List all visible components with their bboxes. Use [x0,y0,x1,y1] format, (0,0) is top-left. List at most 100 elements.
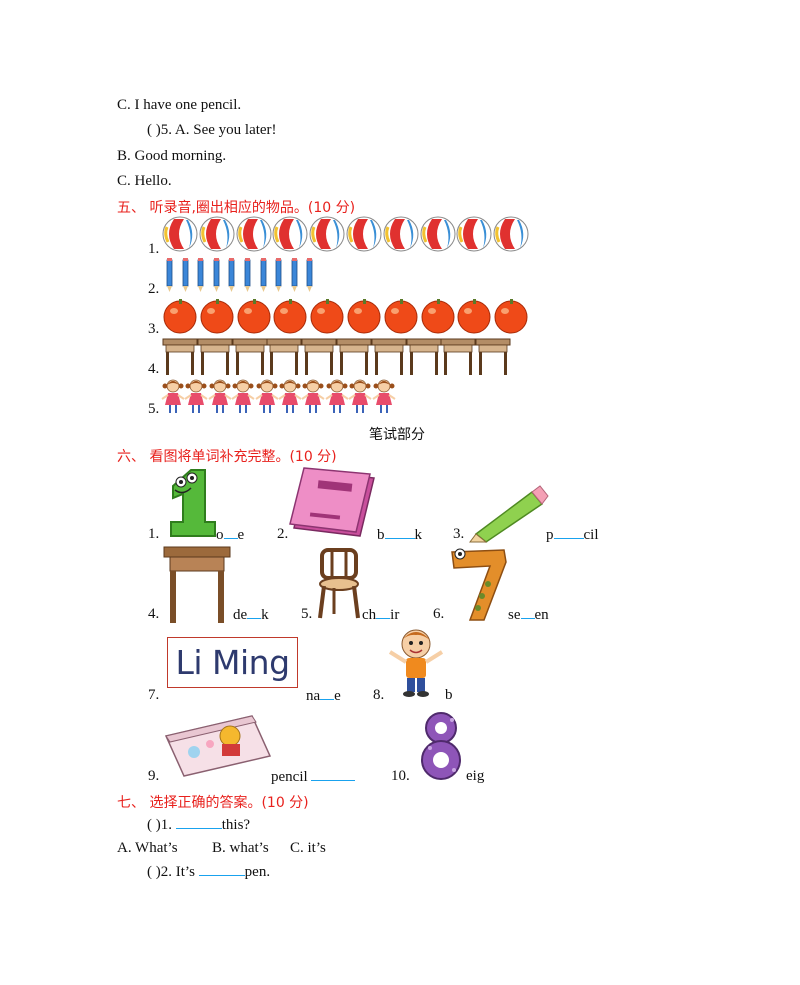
desk-icon[interactable] [440,337,476,380]
item-8-word: b [445,687,453,703]
desk-icon [163,546,231,623]
desk-icon[interactable] [475,337,511,380]
orange-icon[interactable] [346,298,383,339]
pencil-icon[interactable] [302,258,318,297]
girl-icon[interactable] [255,377,279,420]
option-b: B. what’s [212,840,269,856]
fill-blank[interactable] [247,606,262,619]
fill-blank[interactable] [520,606,535,619]
fill-blank[interactable] [311,768,356,781]
desk-icon[interactable] [406,337,442,380]
orange-icon[interactable] [309,298,346,339]
girl-icon[interactable] [161,377,185,420]
fill-blank[interactable] [376,606,391,619]
question-5: ( )5. A. See you later! [147,122,277,138]
girl-icon[interactable] [371,377,396,420]
chair-icon [318,548,360,619]
desk-icon[interactable] [197,337,233,380]
number-seven-icon [451,548,507,621]
row-number: 4. [148,361,160,377]
option-c-pencil: C. I have one pencil. [117,97,242,113]
girl-icon[interactable] [325,377,349,420]
book-icon [289,467,375,537]
section-6-title: 六、 看图将单词补充完整。(10 分) [117,449,337,465]
item-9-word: pencil [271,768,356,786]
number-eight-icon [421,712,461,780]
orange-icon[interactable] [383,298,420,339]
orange-icon[interactable] [199,298,236,339]
girl-icon[interactable] [348,377,372,420]
section-7-title: 七、 选择正确的答案。(10 分) [117,795,309,811]
pencil-icon[interactable] [256,258,272,297]
beach-ball-row [162,215,530,258]
item-7-number: 7. [148,687,160,703]
beach-ball-icon[interactable] [493,215,530,258]
orange-icon[interactable] [236,298,273,339]
beach-ball-icon[interactable] [272,215,309,258]
beach-ball-icon[interactable] [456,215,493,258]
row-number: 3. [148,321,160,337]
fill-blank[interactable] [553,526,584,539]
desk-icon[interactable] [336,337,372,380]
answer-blank[interactable] [198,863,245,876]
desk-icon[interactable] [301,337,337,380]
beach-ball-icon[interactable] [383,215,420,258]
question-2: ( )2. It’s pen. [147,863,271,880]
desk-row [162,337,511,380]
beach-ball-icon[interactable] [309,215,346,258]
pencil-icon[interactable] [271,258,287,297]
pencil-icon[interactable] [240,258,256,297]
desk-icon[interactable] [162,337,198,380]
girl-icon[interactable] [184,377,208,420]
fill-blank[interactable] [384,526,415,539]
girl-icon[interactable] [208,377,232,420]
item-9-number: 9. [148,768,160,784]
item-6-number: 6. [433,606,445,622]
beach-ball-icon[interactable] [199,215,236,258]
fill-blank[interactable] [320,687,335,700]
item-3-number: 3. [453,526,465,542]
desk-icon[interactable] [371,337,407,380]
orange-icon[interactable] [162,298,199,339]
girl-icon[interactable] [231,377,255,420]
orange-icon[interactable] [272,298,309,339]
item-1-number: 1. [148,526,160,542]
pencil-icon[interactable] [162,258,178,297]
option-c: C. it’s [290,840,326,856]
desk-icon[interactable] [266,337,302,380]
row-number: 5. [148,401,160,417]
beach-ball-icon[interactable] [236,215,273,258]
orange-icon[interactable] [420,298,457,339]
item-10-number: 10. [391,768,410,784]
beach-ball-icon[interactable] [346,215,383,258]
item-5-number: 5. [301,606,313,622]
fill-blank[interactable] [223,526,238,539]
beach-ball-icon[interactable] [162,215,199,258]
pencil-row [162,258,318,297]
orange-icon[interactable] [456,298,493,339]
pencil-icon[interactable] [287,258,303,297]
pencil-icon[interactable] [224,258,240,297]
pencil-icon[interactable] [209,258,225,297]
orange-icon[interactable] [493,298,530,339]
answer-blank[interactable] [175,816,222,829]
girl-icon[interactable] [301,377,325,420]
row-number: 2. [148,281,160,297]
girl-icon[interactable] [278,377,302,420]
section-5-title: 五、 听录音,圈出相应的物品。(10 分) [117,200,356,216]
orange-row [162,298,530,339]
beach-ball-icon[interactable] [420,215,457,258]
number-one-icon [170,469,216,537]
pencil-icon[interactable] [193,258,209,297]
option-c-hello: C. Hello. [117,173,172,189]
item-2-number: 2. [277,526,289,542]
desk-icon[interactable] [232,337,268,380]
row-number: 1. [148,241,160,257]
question-1: ( )1. this? [147,816,251,833]
pencil-icon[interactable] [178,258,194,297]
